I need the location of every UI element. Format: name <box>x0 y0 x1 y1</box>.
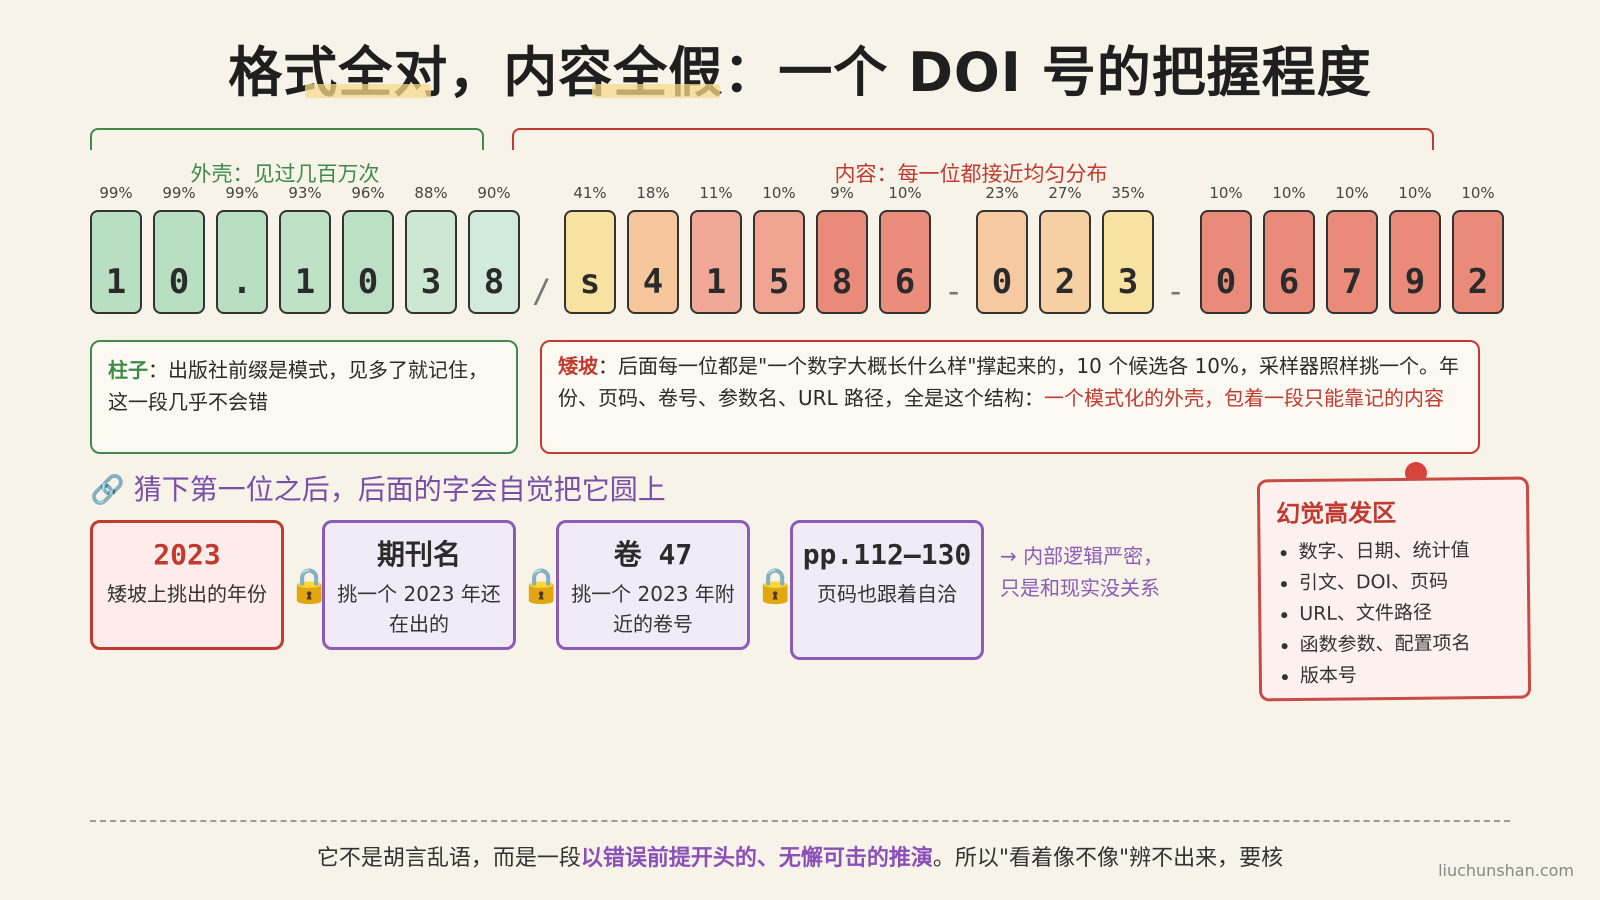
content-bracket-label: 内容：每一位都接近均匀分布 <box>834 162 1108 186</box>
hallucination-zone-title: 幻觉高发区 <box>1276 498 1397 529</box>
pillar-text: ：出版社前缀是模式，见多了就记住，这一段几乎不会错 <box>108 358 488 414</box>
token-probability: 88% <box>414 184 448 202</box>
slope-note: 矮坡：后面每一位都是"一个数字大概长什么样"撑起来的，10 个候选各 10%，采… <box>540 340 1480 454</box>
pillar-keyword: 柱子 <box>108 358 148 382</box>
token-tile: 5 <box>753 210 805 314</box>
doi-separator: / <box>532 272 552 310</box>
token-tile: 8 <box>816 210 868 314</box>
chain-card-subtitle: 挑一个 2023 年附近的卷号 <box>571 582 735 636</box>
token-probability: 10% <box>1461 184 1495 202</box>
slope-emphasis: 一个模式化的外壳，包着一段只能靠记的内容 <box>1044 386 1445 410</box>
token-probability: 99% <box>99 184 133 202</box>
chain-card: pp.112–130 页码也跟着自洽 <box>790 520 984 660</box>
chain-card-title: 期刊名 <box>376 538 461 571</box>
footer-emphasis: 以错误前提开头的、无懈可击的推演 <box>580 846 933 871</box>
slope-text: ：后面每一位都是"一个数字大概长什么样"撑起来的，10 个候选各 10%，采样器… <box>558 354 1460 410</box>
token-tile: 1 <box>690 210 742 314</box>
token-tile: 2 <box>1452 210 1504 314</box>
token-tile: 6 <box>879 210 931 314</box>
token-probability: 9% <box>830 184 854 202</box>
token-tile: 0 <box>976 210 1028 314</box>
token-tile: s <box>564 210 616 314</box>
list-item: 数字、日期、统计值 <box>1298 535 1510 568</box>
token-tile: 1 <box>279 210 331 314</box>
chain-card-title: 卷 47 <box>613 538 693 571</box>
token-probability: 10% <box>1335 184 1369 202</box>
slope-keyword: 矮坡 <box>558 354 598 378</box>
logic-note: → 内部逻辑严密，只是和现实没关系 <box>1000 544 1164 600</box>
shell-bracket-label: 外壳：见过几百万次 <box>190 162 380 186</box>
token-tile: 2 <box>1039 210 1091 314</box>
token-probability: 90% <box>477 184 511 202</box>
token-tile: 9 <box>1389 210 1441 314</box>
pillar-note: 柱子：出版社前缀是模式，见多了就记住，这一段几乎不会错 <box>90 340 518 454</box>
lock-icon: 🔒 <box>520 566 563 606</box>
doi-separator: - <box>1166 272 1186 310</box>
token-tile: 6 <box>1263 210 1315 314</box>
footer-divider <box>90 820 1510 822</box>
token-tile: 3 <box>1102 210 1154 314</box>
token-probability: 10% <box>1398 184 1432 202</box>
token-probability: 11% <box>699 184 733 202</box>
footer-pre: 它不是胡言乱语，而是一段 <box>316 846 581 871</box>
token-tile: . <box>216 210 268 314</box>
token-probability: 10% <box>1209 184 1243 202</box>
chain-card-title: pp.112–130 <box>802 538 972 571</box>
token-probability: 35% <box>1111 184 1145 202</box>
list-item: 函数参数、配置项名 <box>1299 628 1511 661</box>
token-probability: 10% <box>762 184 796 202</box>
list-item: URL、文件路径 <box>1299 597 1511 630</box>
chain-card-title: 2023 <box>153 538 221 571</box>
chain-card: 卷 47 挑一个 2023 年附近的卷号 <box>556 520 750 650</box>
doi-separator: - <box>944 272 964 310</box>
footer-post: 。所以"看着像不像"辨不出来，要核 <box>932 846 1284 871</box>
token-tile: 8 <box>468 210 520 314</box>
watermark: liuchunshan.com <box>1438 861 1574 880</box>
list-item: 版本号 <box>1300 659 1512 692</box>
content-bracket <box>512 128 1434 150</box>
token-tile: 7 <box>1326 210 1378 314</box>
list-item: 引文、DOI、页码 <box>1299 566 1511 599</box>
hallucination-zone-box: 幻觉高发区 数字、日期、统计值 引文、DOI、页码 URL、文件路径 函数参数、… <box>1256 476 1532 702</box>
token-tile: 4 <box>627 210 679 314</box>
shell-bracket <box>90 128 484 150</box>
token-tile: 0 <box>153 210 205 314</box>
token-probability: 10% <box>1272 184 1306 202</box>
token-probability: 23% <box>985 184 1019 202</box>
chain-card-subtitle: 挑一个 2023 年还在出的 <box>337 582 501 636</box>
token-tile: 1 <box>90 210 142 314</box>
token-probability: 96% <box>351 184 385 202</box>
chain-card-subtitle: 页码也跟着自洽 <box>817 582 957 606</box>
token-tile: 0 <box>1200 210 1252 314</box>
lock-icon: 🔒 <box>754 566 797 606</box>
token-tile: 0 <box>342 210 394 314</box>
title-highlight-2 <box>592 84 720 98</box>
token-tile: 3 <box>405 210 457 314</box>
hallucination-zone-list: 数字、日期、统计值 引文、DOI、页码 URL、文件路径 函数参数、配置项名 版… <box>1276 535 1512 692</box>
chain-card: 期刊名挑一个 2023 年还在出的 <box>322 520 516 650</box>
chain-card-subtitle: 矮坡上挑出的年份 <box>107 582 267 606</box>
token-probability: 10% <box>888 184 922 202</box>
chain-card: 2023 矮坡上挑出的年份 <box>90 520 284 650</box>
token-probability: 27% <box>1048 184 1082 202</box>
page-title: 格式全对，内容全假：一个 DOI 号的把握程度 <box>228 41 1372 104</box>
token-probability: 99% <box>225 184 259 202</box>
footer-caption: 它不是胡言乱语，而是一段以错误前提开头的、无懈可击的推演。所以"看着像不像"辨不… <box>0 840 1600 872</box>
token-probability: 99% <box>162 184 196 202</box>
token-probability: 18% <box>636 184 670 202</box>
title-highlight-1 <box>305 84 431 98</box>
token-probability: 93% <box>288 184 322 202</box>
chain-title: 🔗 猜下第一位之后，后面的字会自觉把它圆上 <box>90 473 666 506</box>
token-probability: 41% <box>573 184 607 202</box>
